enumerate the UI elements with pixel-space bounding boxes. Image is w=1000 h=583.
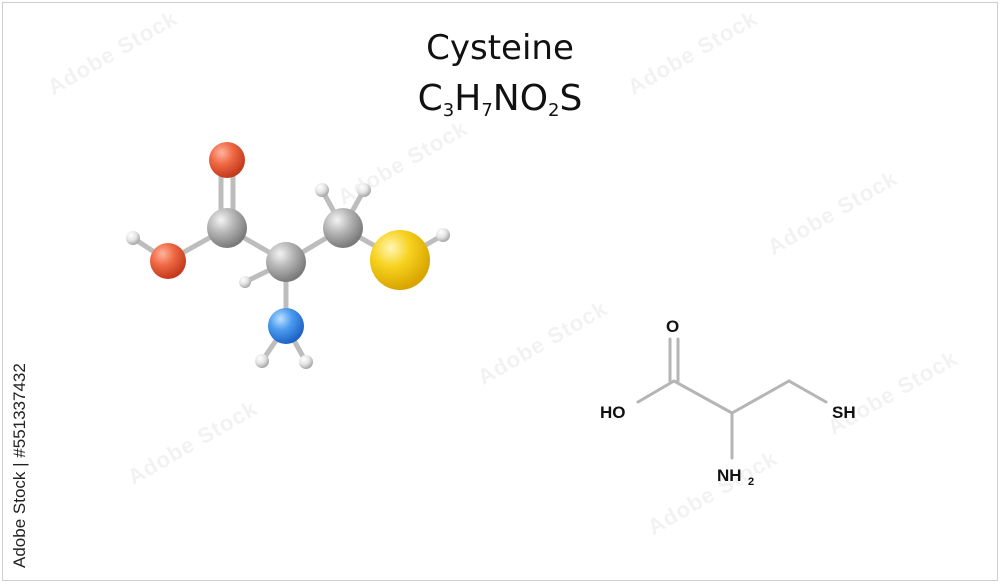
- hydrogen-atom: [239, 276, 251, 288]
- formula-h: H: [454, 78, 482, 119]
- ball-stick-atoms: [126, 142, 450, 369]
- nitrogen-atom: [268, 308, 304, 344]
- skeletal-bond-c-oh: [636, 379, 676, 404]
- molecule-name: Cysteine: [426, 28, 574, 68]
- hydrogen-atom: [315, 183, 329, 197]
- formula-o: O: [519, 78, 549, 119]
- skeletal-label-o: O: [666, 317, 679, 336]
- formula-n: N: [492, 78, 520, 119]
- formula-c-count: 3: [442, 100, 455, 121]
- hydrogen-atom: [357, 183, 371, 197]
- sulfur-atom: [370, 230, 430, 290]
- hydrogen-atom: [126, 231, 140, 245]
- formula-o-count: 2: [548, 100, 560, 121]
- skeletal-formula: [636, 337, 828, 460]
- carbon-atom: [207, 208, 247, 248]
- formula-h-count: 7: [481, 100, 493, 121]
- formula-c: C: [417, 78, 443, 119]
- hydrogen-atom: [299, 355, 313, 369]
- oxygen-atom: [209, 142, 245, 178]
- oxygen-atom: [150, 243, 186, 279]
- stock-id-label: Adobe Stock | #551337432: [10, 363, 29, 568]
- skeletal-label-nh-sub: 2: [748, 476, 754, 488]
- skeletal-label-ho: HO: [600, 403, 626, 422]
- skeletal-label-nh: NH: [717, 466, 742, 485]
- skeletal-bond-c-calpha: [672, 379, 734, 415]
- carbon-atom: [266, 242, 306, 282]
- hydrogen-atom: [255, 354, 269, 368]
- molecular-formula: C3H7NO2S: [0, 78, 1000, 121]
- skeletal-bond-calpha-cb: [730, 379, 791, 415]
- hydrogen-atom: [436, 228, 450, 242]
- stock-brand: Adobe Stock: [10, 471, 29, 568]
- carbon-atom: [323, 208, 363, 248]
- skeletal-bond-cb-s: [787, 379, 828, 404]
- stock-number: 551337432: [10, 363, 29, 449]
- skeletal-label-sh: SH: [832, 403, 856, 422]
- formula-s: S: [559, 78, 583, 119]
